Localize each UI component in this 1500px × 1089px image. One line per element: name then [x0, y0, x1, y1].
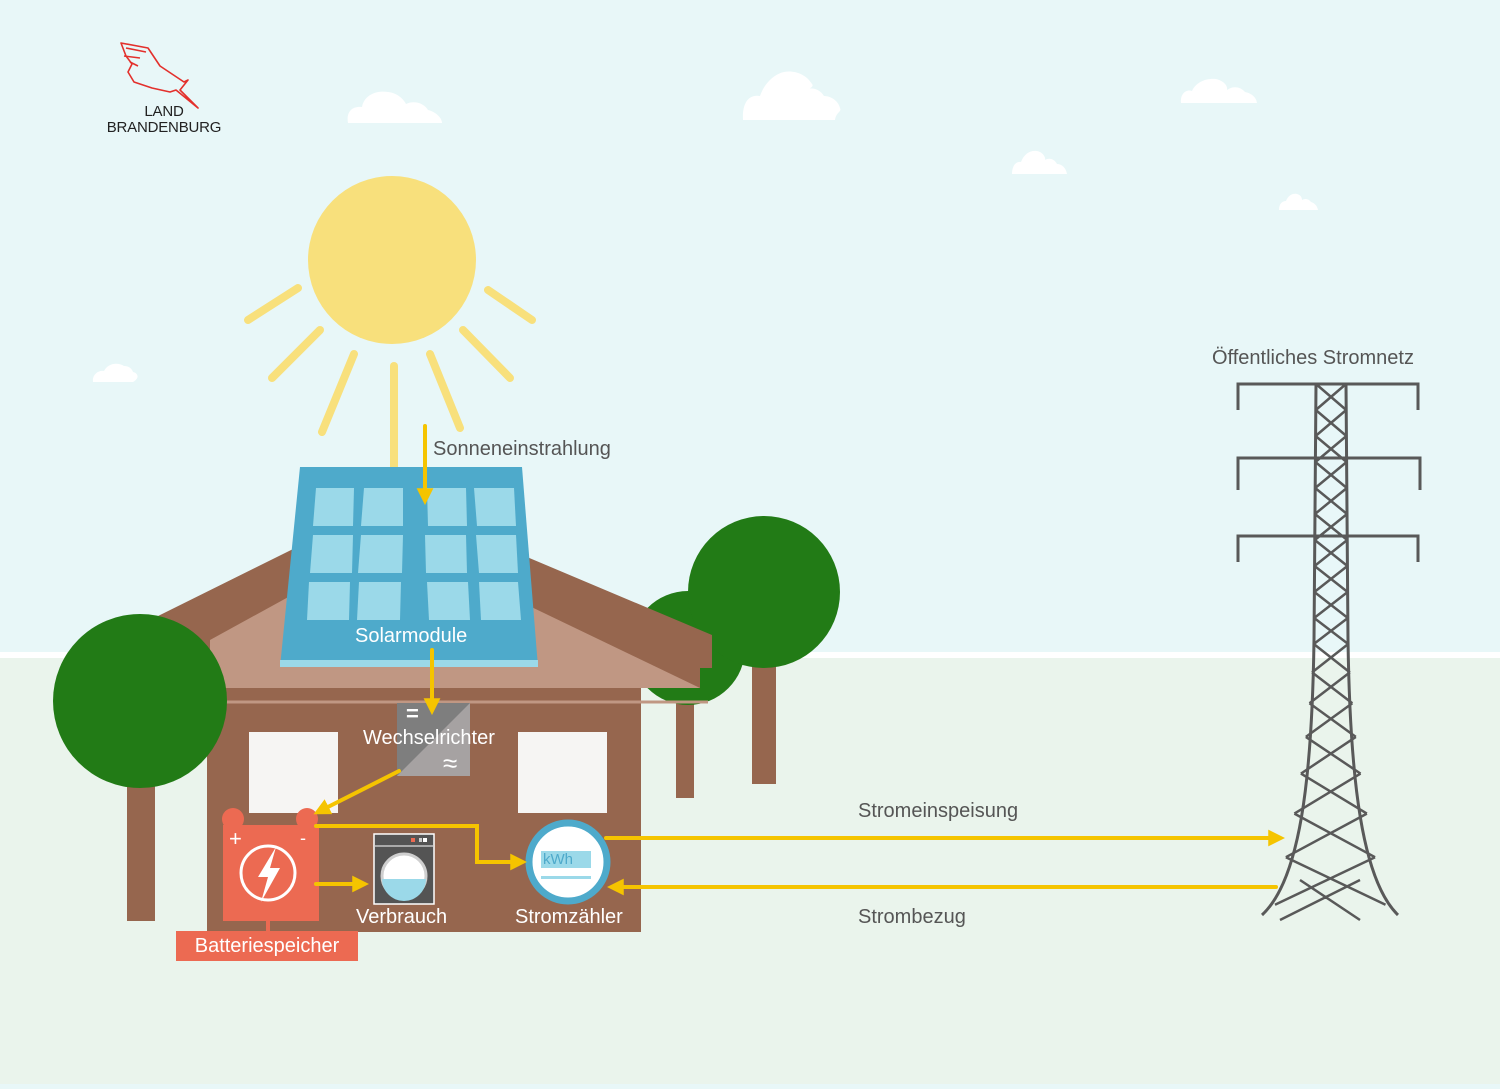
label-public-grid: Öffentliches Stromnetz: [1212, 347, 1414, 369]
meter-display-unit: kWh: [543, 851, 573, 868]
sun-icon: [244, 176, 536, 476]
label-consumption: Verbrauch: [356, 906, 448, 928]
logo-brandenburg: LAND BRANDENBURG: [100, 104, 228, 136]
tree-icon: [53, 614, 227, 921]
inverter-ac-symbol: ≈: [443, 748, 458, 778]
washing-machine-icon: [373, 833, 435, 905]
window: [518, 732, 607, 813]
label-supply: Strombezug: [858, 906, 966, 928]
cloud-icon: [742, 71, 841, 120]
electricity-meter-icon: [525, 819, 611, 905]
arrow-inverter-to-battery: [313, 769, 401, 815]
cloud-icon: [92, 363, 138, 382]
inverter-icon: [397, 703, 470, 776]
inverter-dc-symbol: =: [406, 701, 419, 726]
logo-line-2: BRANDENBURG: [106, 119, 222, 136]
cloud-icon: [1279, 193, 1318, 210]
cloud-icon: [347, 91, 442, 123]
battery-icon: [222, 808, 319, 932]
label-battery-storage: Batteriespeicher: [176, 931, 358, 961]
label-inverter: Wechselrichter: [363, 727, 495, 749]
cloud-icon: [1012, 150, 1067, 174]
battery-minus-symbol: -: [300, 828, 306, 848]
power-pylon-icon: [1236, 382, 1422, 922]
window: [249, 732, 338, 813]
label-meter: Stromzähler: [515, 906, 623, 928]
arrow-battery-to-meter: [314, 824, 528, 871]
label-sun-radiation: Sonneneinstrahlung: [433, 438, 611, 460]
label-solar-modules: Solarmodule: [355, 625, 468, 647]
cloud-icon: [1180, 78, 1257, 103]
lightning-icon: [258, 847, 280, 902]
battery-plus-symbol: +: [229, 826, 242, 851]
tree-icon: [688, 516, 840, 784]
flow-arrows: [313, 424, 1286, 896]
logo-line-1: LAND: [144, 103, 184, 120]
solar-panel: [280, 467, 538, 667]
eagle-icon: [120, 42, 199, 109]
label-feed-in: Stromeinspeisung: [858, 800, 1019, 822]
